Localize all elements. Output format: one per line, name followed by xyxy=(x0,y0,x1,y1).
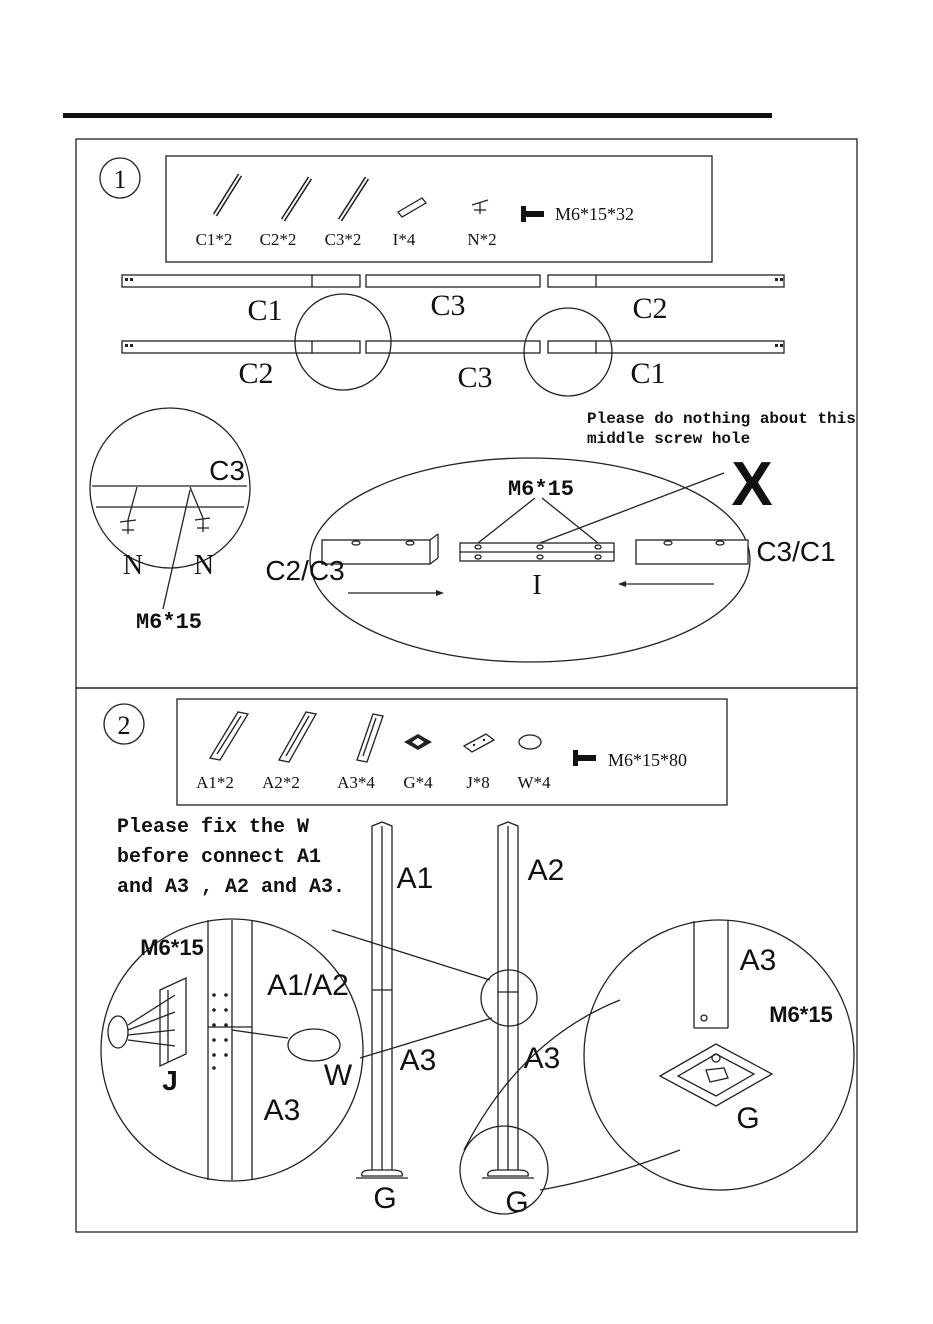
screw-icon xyxy=(573,750,596,766)
beam2-label-left: C2 xyxy=(238,357,273,390)
part-label: N*2 xyxy=(467,230,496,249)
screw-icon xyxy=(521,206,544,222)
part-label: W*4 xyxy=(517,773,551,792)
detail-joint-label: A1/A2 xyxy=(267,969,349,1002)
part-label: C1*2 xyxy=(196,230,233,249)
post1-top-label: A1 xyxy=(397,862,434,895)
detail-connector-ellipse: C2/C3 C3/C1 I M6*15 X xyxy=(265,450,835,662)
header-rule xyxy=(63,113,772,118)
connector-icon xyxy=(398,198,426,217)
beam2-label-right: C1 xyxy=(630,357,665,390)
detail-left-label: C2/C3 xyxy=(265,555,344,586)
detail-joint-circle: M6*15 A1/A2 J W A3 xyxy=(101,919,363,1181)
screw-label: M6*15*80 xyxy=(608,750,687,770)
beam1-label-left: C1 xyxy=(247,294,282,327)
callout-line xyxy=(464,1000,620,1150)
do-not-use-mark: X xyxy=(731,450,772,519)
detail-j-label: J xyxy=(162,1065,178,1096)
part-label: C3*2 xyxy=(325,230,362,249)
rod-icon xyxy=(340,178,367,220)
detail-bracket-circle: C3 N N M6*15 xyxy=(90,408,250,635)
detail-a3-label: A3 xyxy=(740,944,777,977)
detail-g-label: G xyxy=(736,1102,759,1135)
rod-icon xyxy=(283,178,310,220)
post1-bottom-label: A3 xyxy=(400,1044,437,1077)
detail-n-label-1: N xyxy=(123,550,143,581)
channel-icon xyxy=(279,712,316,762)
post1-foot-label: G xyxy=(373,1182,396,1215)
step2-number: 2 xyxy=(118,711,131,740)
step1-part-n: N*2 xyxy=(467,200,496,249)
note-line-3: and A3 , A2 and A3. xyxy=(117,876,345,899)
step2-part-a3: A3*4 xyxy=(337,714,383,792)
part-label: A1*2 xyxy=(196,773,234,792)
step2-part-a2: A2*2 xyxy=(262,712,316,792)
detail-a3-label: A3 xyxy=(264,1094,301,1127)
plate-icon xyxy=(464,734,494,752)
part-label: A3*4 xyxy=(337,773,375,792)
detail-screw-label: M6*15 xyxy=(140,935,204,960)
rod-icon xyxy=(215,175,240,215)
part-label: A2*2 xyxy=(262,773,300,792)
step2-part-j: J*8 xyxy=(464,734,494,792)
beam-2: C2 C3 C1 xyxy=(122,341,784,394)
callout-line xyxy=(332,930,490,980)
beam2-label-mid: C3 xyxy=(457,361,492,394)
detail-w-label: W xyxy=(324,1059,353,1092)
detail-screw-label: M6*15 xyxy=(136,610,202,635)
step1-part-c3: C3*2 xyxy=(325,178,367,249)
detail-right-label: C3/C1 xyxy=(756,536,835,567)
detail-foot-circle: A3 M6*15 G xyxy=(584,920,854,1190)
detail-i-label: I xyxy=(532,570,541,601)
step1-part-c1: C1*2 xyxy=(196,175,240,249)
note-line-1: Please do nothing about this xyxy=(587,410,856,428)
step1-screw: M6*15*32 xyxy=(521,204,634,224)
part-label: J*8 xyxy=(466,773,490,792)
detail-c3-label: C3 xyxy=(209,455,245,486)
detail-n-label-2: N xyxy=(194,550,214,581)
channel-icon xyxy=(357,714,383,762)
step1-part-i: I*4 xyxy=(393,198,426,249)
bracket-icon xyxy=(472,200,488,214)
part-label: C2*2 xyxy=(260,230,297,249)
step2-part-w: W*4 xyxy=(517,735,551,792)
post-1: A1 A3 G xyxy=(356,822,436,1215)
detail-screw-label: M6*15 xyxy=(508,477,574,502)
part-label: G*4 xyxy=(403,773,433,792)
part-label: I*4 xyxy=(393,230,416,249)
note-line-2: middle screw hole xyxy=(587,430,750,448)
step2-part-a1: A1*2 xyxy=(196,712,248,792)
ring-icon xyxy=(519,735,541,749)
step2-screw: M6*15*80 xyxy=(573,750,687,770)
detail-screw-label: M6*15 xyxy=(769,1002,833,1027)
foot-plate-icon xyxy=(404,734,432,750)
step1-part-c2: C2*2 xyxy=(260,178,310,249)
note-line-1: Please fix the W xyxy=(117,816,309,839)
channel-icon xyxy=(210,712,248,760)
beam-1: C1 C3 C2 xyxy=(122,275,784,327)
callout-line xyxy=(540,1150,680,1190)
note-line-2: before connect A1 xyxy=(117,846,321,869)
beam1-label-mid: C3 xyxy=(430,289,465,322)
post2-top-label: A2 xyxy=(528,854,565,887)
step1-number: 1 xyxy=(114,165,127,194)
beam1-label-right: C2 xyxy=(632,292,667,325)
screw-label: M6*15*32 xyxy=(555,204,634,224)
step2-part-g: G*4 xyxy=(403,734,433,792)
post-2: A2 A3 G xyxy=(482,822,564,1219)
